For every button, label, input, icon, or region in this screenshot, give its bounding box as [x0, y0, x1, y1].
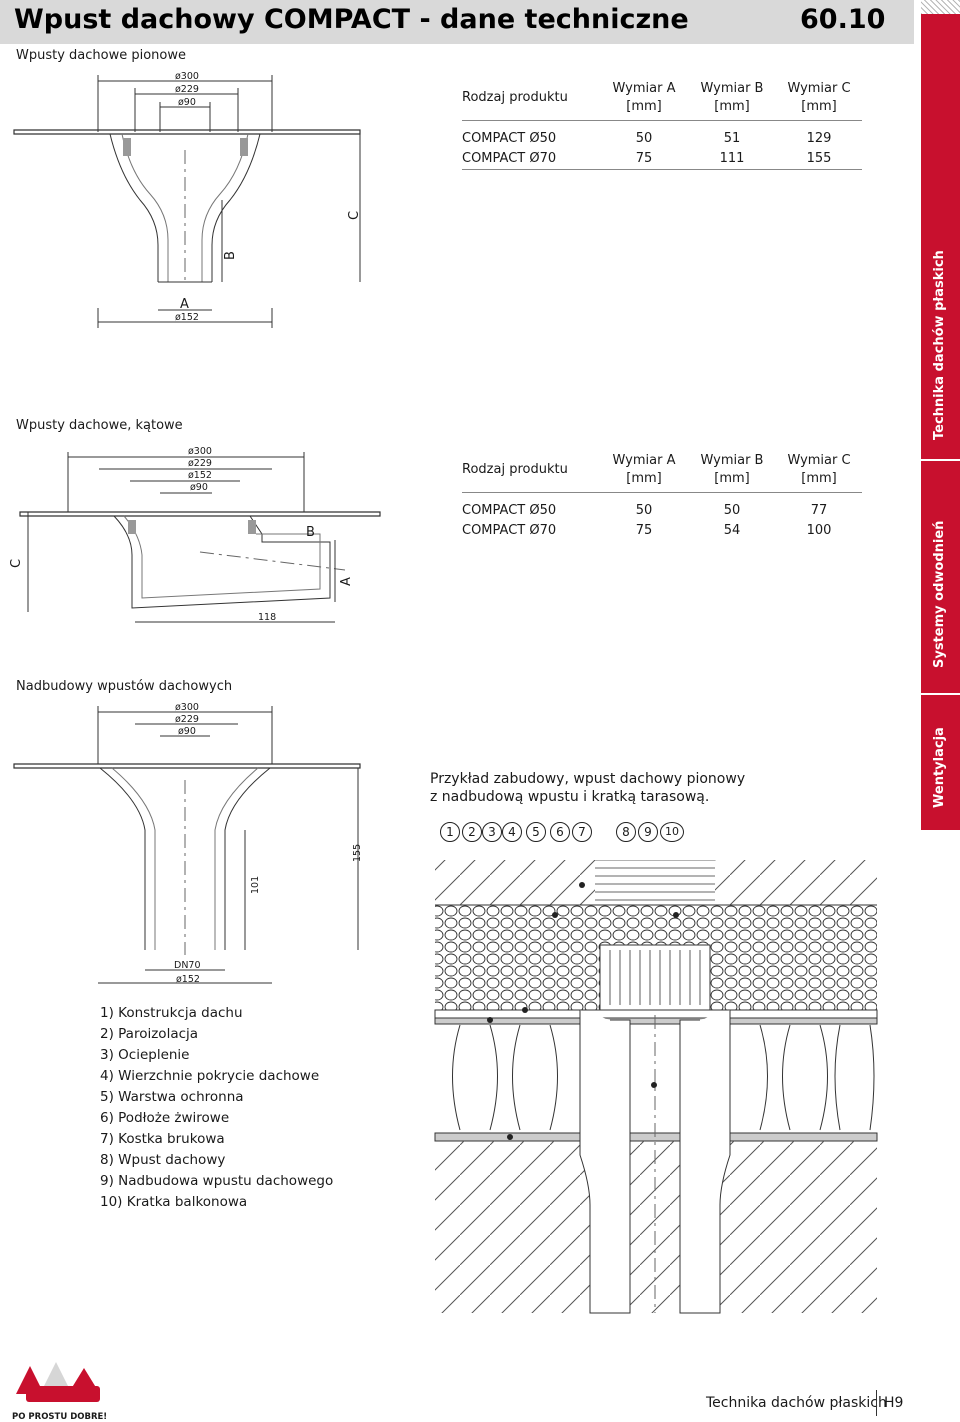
dim-d90: ø90 [178, 726, 196, 737]
section-extension-label: Nadbudowy wpustów dachowych [16, 679, 233, 694]
sidebar: Technika dachów płaskich Systemy odwodni… [921, 0, 960, 830]
legend-item-1: 1) Konstrukcja dachu [100, 1005, 243, 1021]
footer-page: H9 [884, 1395, 904, 1411]
drawing-vertical-drain: ø300 ø229 ø90 A ø152 B C [13, 71, 362, 328]
dim-dn70: DN70 [174, 960, 201, 971]
header-dim-b: Wymiar B[mm] [688, 80, 776, 121]
dim-b: B [223, 251, 238, 260]
dim-c: C [9, 559, 24, 568]
header-bar [0, 0, 914, 44]
dim-d300: ø300 [188, 446, 212, 457]
sidebar-tab-ventilation[interactable] [921, 695, 960, 830]
drawing-extension: ø300 ø229 ø90 101 155 DN70 ø152 [13, 702, 363, 985]
dim-a: A [339, 577, 354, 586]
legend-item-3: 3) Ocieplenie [100, 1047, 190, 1063]
table-row: COMPACT Ø50 50 50 77 [462, 503, 828, 518]
marker-6: 6 [550, 822, 570, 842]
header-dim-a: Wymiar A[mm] [600, 452, 688, 493]
example-installation-drawing [434, 860, 878, 1314]
marker-9: 9 [638, 822, 658, 842]
marker-1: 1 [440, 822, 460, 842]
logo-mark [16, 1362, 100, 1402]
dim-b: B [306, 525, 315, 540]
dim-d229: ø229 [175, 714, 199, 725]
dim-h101: 101 [250, 876, 261, 894]
table-vertical: Rodzaj produktu Wymiar A[mm] Wymiar B[mm… [462, 80, 862, 170]
marker-5: 5 [526, 822, 546, 842]
marker-10: 10 [660, 822, 684, 842]
dim-d90: ø90 [190, 482, 208, 493]
table-angled: Rodzaj produktu Wymiar A[mm] Wymiar B[mm… [462, 452, 862, 541]
marker-7: 7 [572, 822, 592, 842]
table-header-row: Rodzaj produktu Wymiar A[mm] Wymiar B[mm… [462, 80, 862, 121]
example-markers: 1 2 3 4 5 6 7 8 9 10 [440, 822, 690, 844]
dim-d152: ø152 [188, 470, 212, 481]
section-angled-label: Wpusty dachowe, kątowe [16, 418, 183, 433]
sidebar-tab-flat-roof[interactable] [921, 14, 960, 459]
sidebar-label-drainage: Systemy odwodnień [932, 520, 947, 668]
legend-item-2: 2) Paroizolacja [100, 1026, 199, 1042]
header-dim-c: Wymiar C[mm] [776, 80, 862, 121]
table-row: COMPACT Ø70 75 54 100 [462, 523, 832, 538]
page-code: 60.10 [800, 4, 886, 35]
sidebar-label-flat-roof: Technika dachów płaskich [932, 250, 947, 440]
dim-d152: ø152 [175, 312, 199, 323]
dim-d300: ø300 [175, 702, 199, 713]
marker-8: 8 [616, 822, 636, 842]
legend-item-10: 10) Kratka balkonowa [100, 1194, 248, 1210]
dim-d229: ø229 [188, 458, 212, 469]
company-logo: PO PROSTU DOBRE! [12, 1360, 112, 1422]
legend-item-7: 7) Kostka brukowa [100, 1131, 225, 1147]
sidebar-hatch [921, 0, 960, 14]
page-title: Wpust dachowy COMPACT - dane techniczne [14, 4, 689, 35]
footer-section: Technika dachów płaskich [706, 1395, 887, 1411]
marker-4: 4 [502, 822, 522, 842]
dim-a: A [180, 297, 189, 312]
legend: 1) Konstrukcja dachu 2) Paroizolacja 3) … [100, 1003, 333, 1213]
marker-3: 3 [482, 822, 502, 842]
legend-item-8: 8) Wpust dachowy [100, 1152, 226, 1168]
marker-2: 2 [462, 822, 482, 842]
legend-item-5: 5) Warstwa ochronna [100, 1089, 244, 1105]
sidebar-label-ventilation: Wentylacja [932, 727, 947, 808]
dim-d90: ø90 [178, 97, 196, 108]
header-dim-b: Wymiar B[mm] [688, 452, 776, 493]
dim-h155: 155 [352, 844, 363, 862]
sidebar-tab-drainage[interactable] [921, 461, 960, 693]
dim-c: C [347, 211, 362, 220]
legend-item-6: 6) Podłoże żwirowe [100, 1110, 230, 1126]
drawing-angled-drain: ø300 ø229 ø152 ø90 B A C 118 [9, 446, 381, 623]
legend-item-9: 9) Nadbudowa wpustu dachowego [100, 1173, 334, 1189]
logo-tagline: PO PROSTU DOBRE! [12, 1412, 108, 1422]
footer-divider [876, 1390, 877, 1416]
dim-d152: ø152 [176, 974, 200, 985]
dim-d300: ø300 [175, 71, 199, 82]
example-caption: Przykład zabudowy, wpust dachowy pionowy… [430, 771, 746, 805]
dim-d229: ø229 [175, 84, 199, 95]
header-product: Rodzaj produktu [462, 80, 600, 121]
header-dim-c: Wymiar C[mm] [776, 452, 862, 493]
table-header-row: Rodzaj produktu Wymiar A[mm] Wymiar B[mm… [462, 452, 862, 493]
header-product: Rodzaj produktu [462, 452, 600, 493]
dim-length: 118 [258, 612, 276, 623]
header-dim-a: Wymiar A[mm] [600, 80, 688, 121]
table-row: COMPACT Ø50 50 51 129 [462, 131, 832, 146]
legend-item-4: 4) Wierzchnie pokrycie dachowe [100, 1068, 320, 1084]
section-vertical-label: Wpusty dachowe pionowe [16, 48, 187, 63]
table-row: COMPACT Ø70 75 111 155 [462, 149, 862, 170]
